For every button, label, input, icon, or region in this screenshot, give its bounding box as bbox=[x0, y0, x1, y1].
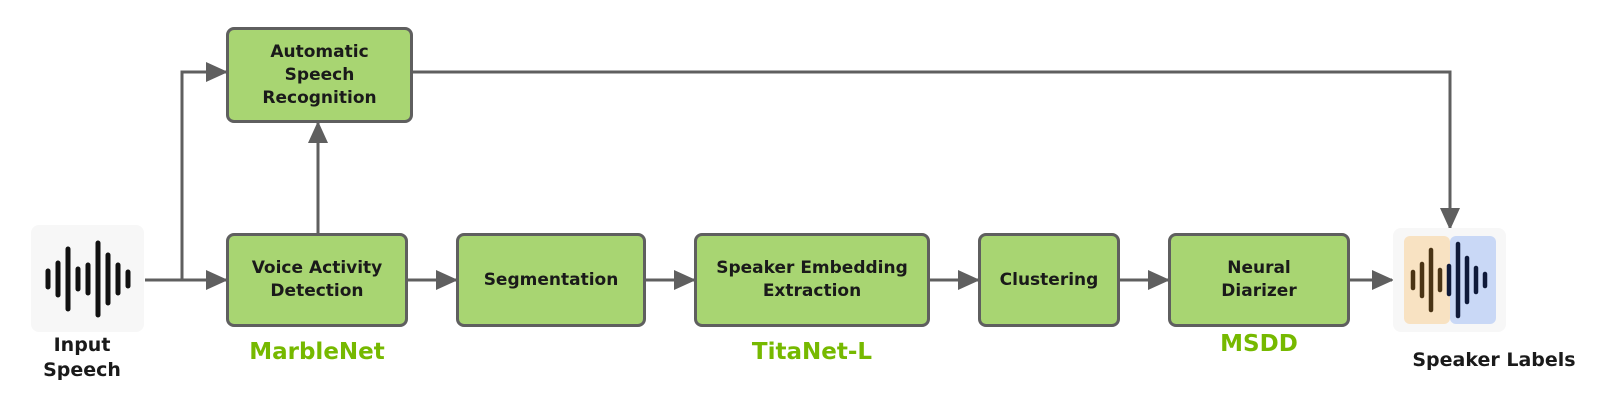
arrow-asr-to-output bbox=[413, 70, 1460, 230]
speaker-a-region bbox=[1404, 236, 1450, 324]
speaker-b-region bbox=[1450, 236, 1496, 324]
speaker-labels-label: Speaker Labels bbox=[1412, 349, 1576, 371]
vad-block: Voice Activity Detection bbox=[226, 233, 408, 327]
input-waveform-icon bbox=[31, 225, 144, 332]
input-speech-label: Input Speech bbox=[43, 334, 121, 381]
neural-diarizer-block: Neural Diarizer bbox=[1168, 233, 1350, 327]
segmentation-block: Segmentation bbox=[456, 233, 646, 327]
titanet-model-label: TitaNet-L bbox=[751, 339, 873, 365]
asr-block: Automatic Speech Recognition bbox=[226, 27, 413, 123]
speaker-embedding-block: Speaker Embedding Extraction bbox=[694, 233, 930, 327]
arrow-input-to-asr bbox=[180, 62, 228, 280]
clustering-block: Clustering bbox=[978, 233, 1120, 327]
marblenet-model-label: MarbleNet bbox=[249, 339, 385, 365]
msdd-model-label: MSDD bbox=[1220, 331, 1298, 357]
speaker-waveform-icon bbox=[1393, 228, 1506, 332]
